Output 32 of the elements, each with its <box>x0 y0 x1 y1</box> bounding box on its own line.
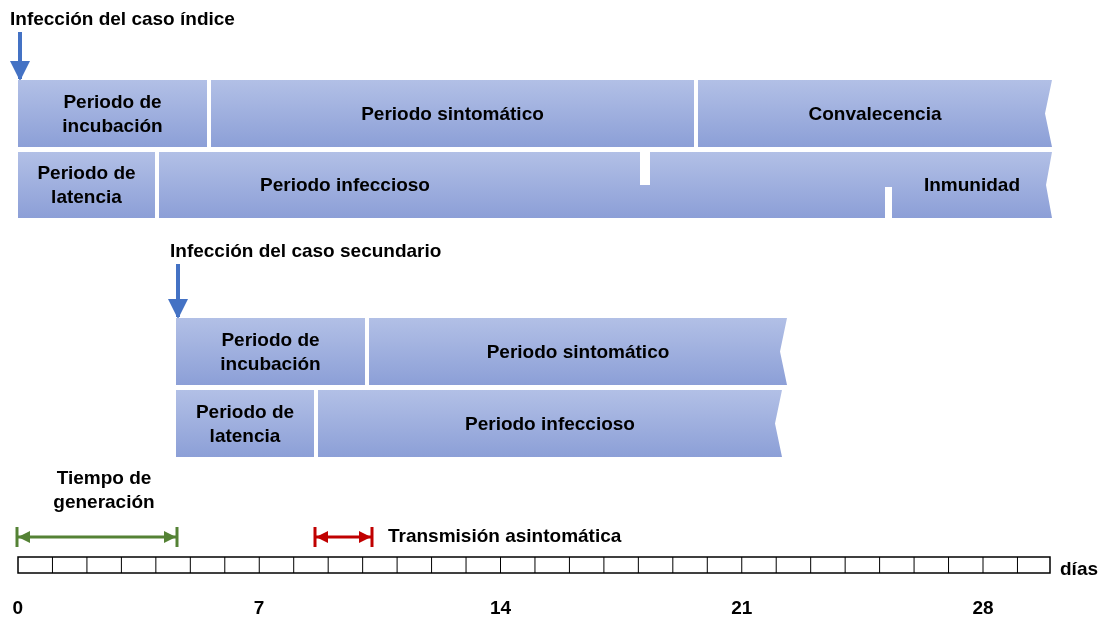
tick-label: 7 <box>253 596 265 619</box>
period-label: Periodo de latencia <box>36 161 137 209</box>
tick-label: 0 <box>12 596 24 619</box>
period-label: Convalecencia <box>807 101 943 126</box>
measure-label: Tiempo de generación <box>52 466 156 514</box>
period-label: Periodo de incubación <box>61 89 164 138</box>
period-bar <box>18 152 155 218</box>
period-label: Periodo sintomático <box>360 101 545 126</box>
period-bar <box>318 390 782 457</box>
period-bar <box>18 80 207 147</box>
period-label: Periodo infeccioso <box>259 173 431 197</box>
period-bar <box>698 80 1052 147</box>
period-label: Inmunidad <box>922 173 1022 197</box>
period-bar <box>211 80 694 147</box>
period-label: Periodo sintomático <box>485 339 671 364</box>
period-bar <box>176 318 365 385</box>
annotation-text: Infección del caso índice <box>10 8 235 30</box>
annotation-text: Infección del caso secundario <box>170 240 442 262</box>
period-bar <box>159 152 885 218</box>
tick-label: 21 <box>731 596 753 619</box>
period-label: Periodo de incubación <box>219 327 322 376</box>
measure-label: Transmisión asintomática <box>388 524 622 548</box>
tick-label: 28 <box>972 596 994 619</box>
arrow <box>168 264 188 319</box>
axis-unit: días <box>1060 557 1099 581</box>
period-bar <box>369 318 787 385</box>
period-label: Periodo de latencia <box>194 399 296 448</box>
period-label: Periodo infeccioso <box>464 411 636 436</box>
period-bar <box>650 152 1052 218</box>
tick-label: 14 <box>490 596 512 619</box>
period-bar <box>176 390 314 457</box>
arrow <box>10 32 30 81</box>
